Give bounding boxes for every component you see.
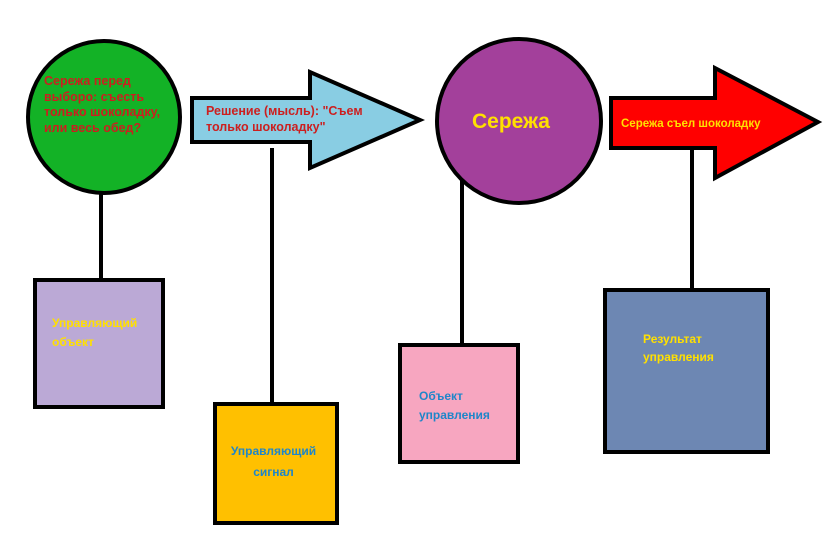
circle-green-label: Сережа перед выборо: съесть только шокол… xyxy=(44,74,161,135)
box-orange-signal xyxy=(213,402,339,525)
box-pink-controlled-object xyxy=(398,343,520,464)
arrow-red-result xyxy=(609,64,823,182)
arrow-blue-label: Решение (мысль): "Съем только шоколадку" xyxy=(206,104,363,134)
box-blue-label: Результат управления xyxy=(643,332,714,364)
box-lavender-label: Управляющий объект xyxy=(52,316,138,350)
box-pink-label: Объект управления xyxy=(419,389,490,422)
circle-purple-object xyxy=(435,37,603,205)
arrow-blue-decision xyxy=(190,68,426,172)
box-orange-label: Управляющий сигнал xyxy=(230,444,317,479)
circle-green-decision xyxy=(26,39,182,195)
circle-purple-label: Сережа xyxy=(472,110,550,133)
box-blue-result xyxy=(603,288,770,454)
arrow-red-label: Сережа съел шоколадку xyxy=(621,118,761,130)
box-lavender-controller xyxy=(33,278,165,409)
